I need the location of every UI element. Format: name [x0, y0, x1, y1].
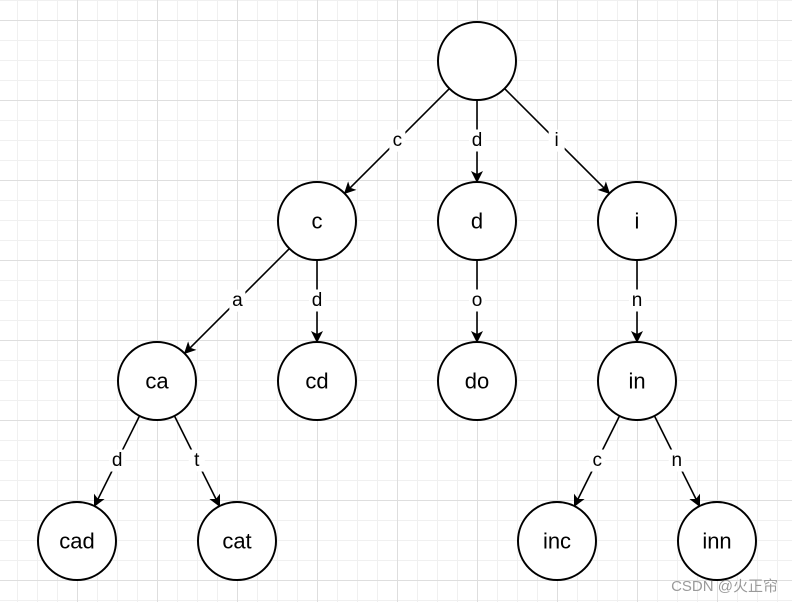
edge-label: d	[112, 450, 123, 471]
edge-label: c	[393, 130, 403, 151]
node-label: i	[635, 209, 640, 234]
edge-label-background	[469, 129, 485, 152]
node-circle	[277, 181, 357, 261]
edge-label-background	[668, 449, 685, 472]
node-circle	[517, 501, 597, 581]
node-d: d	[437, 181, 517, 261]
node-label: in	[628, 369, 645, 394]
edge-label-background	[548, 129, 565, 152]
node-circle	[597, 341, 677, 421]
edge-root-to-i: i	[504, 88, 611, 195]
edge-in-to-inc: c	[573, 415, 621, 508]
edge-label-background	[109, 449, 126, 472]
node-root	[437, 21, 517, 101]
edge-in-to-inn: n	[653, 415, 701, 508]
node-label: inc	[543, 529, 571, 554]
node-cd: cd	[277, 341, 357, 421]
node-circle	[437, 181, 517, 261]
edge-root-to-d: d	[469, 100, 485, 183]
edge-label-background	[469, 289, 485, 312]
edge-label-background	[629, 289, 645, 312]
node-c: c	[277, 181, 357, 261]
edge-c-to-ca: a	[183, 248, 290, 355]
node-circle	[437, 21, 517, 101]
node-in: in	[597, 341, 677, 421]
edge-label: i	[555, 130, 559, 151]
node-label: do	[465, 369, 489, 394]
edge-root-to-c: c	[343, 88, 450, 195]
edge-label-background	[309, 289, 325, 312]
node-circle	[117, 341, 197, 421]
edge-ca-to-cad: d	[93, 415, 141, 508]
edge-label: c	[592, 450, 602, 471]
edge-label: t	[194, 450, 200, 471]
edge-label-background	[589, 449, 606, 472]
node-circle	[677, 501, 757, 581]
node-circle	[597, 181, 677, 261]
edge-ca-to-cat: t	[173, 415, 221, 508]
edge-label: o	[472, 290, 483, 311]
edge-label-background	[389, 129, 406, 152]
node-circle	[37, 501, 117, 581]
edge-label: n	[671, 450, 682, 471]
node-label: c	[312, 209, 323, 234]
node-i: i	[597, 181, 677, 261]
edge-label: d	[312, 290, 323, 311]
node-ca: ca	[117, 341, 197, 421]
node-do: do	[437, 341, 517, 421]
node-inc: inc	[517, 501, 597, 581]
edge-label: a	[232, 290, 243, 311]
edge-label: n	[632, 290, 643, 311]
node-circle	[437, 341, 517, 421]
node-label: cad	[59, 529, 94, 554]
node-label: cat	[222, 529, 251, 554]
node-label: ca	[145, 369, 169, 394]
node-circle	[197, 501, 277, 581]
node-label: cd	[305, 369, 328, 394]
node-inn: inn	[677, 501, 757, 581]
node-label: inn	[702, 529, 731, 554]
node-circle	[277, 341, 357, 421]
edge-d-to-do: o	[469, 260, 485, 343]
node-cat: cat	[197, 501, 277, 581]
node-cad: cad	[37, 501, 117, 581]
edge-i-to-in: n	[629, 260, 645, 343]
watermark-text: CSDN @火正帘	[671, 578, 778, 595]
edge-label: d	[472, 130, 483, 151]
edge-label-background	[229, 289, 246, 312]
edge-label-background	[188, 449, 205, 472]
node-label: d	[471, 209, 483, 234]
edge-c-to-cd: d	[309, 260, 325, 343]
